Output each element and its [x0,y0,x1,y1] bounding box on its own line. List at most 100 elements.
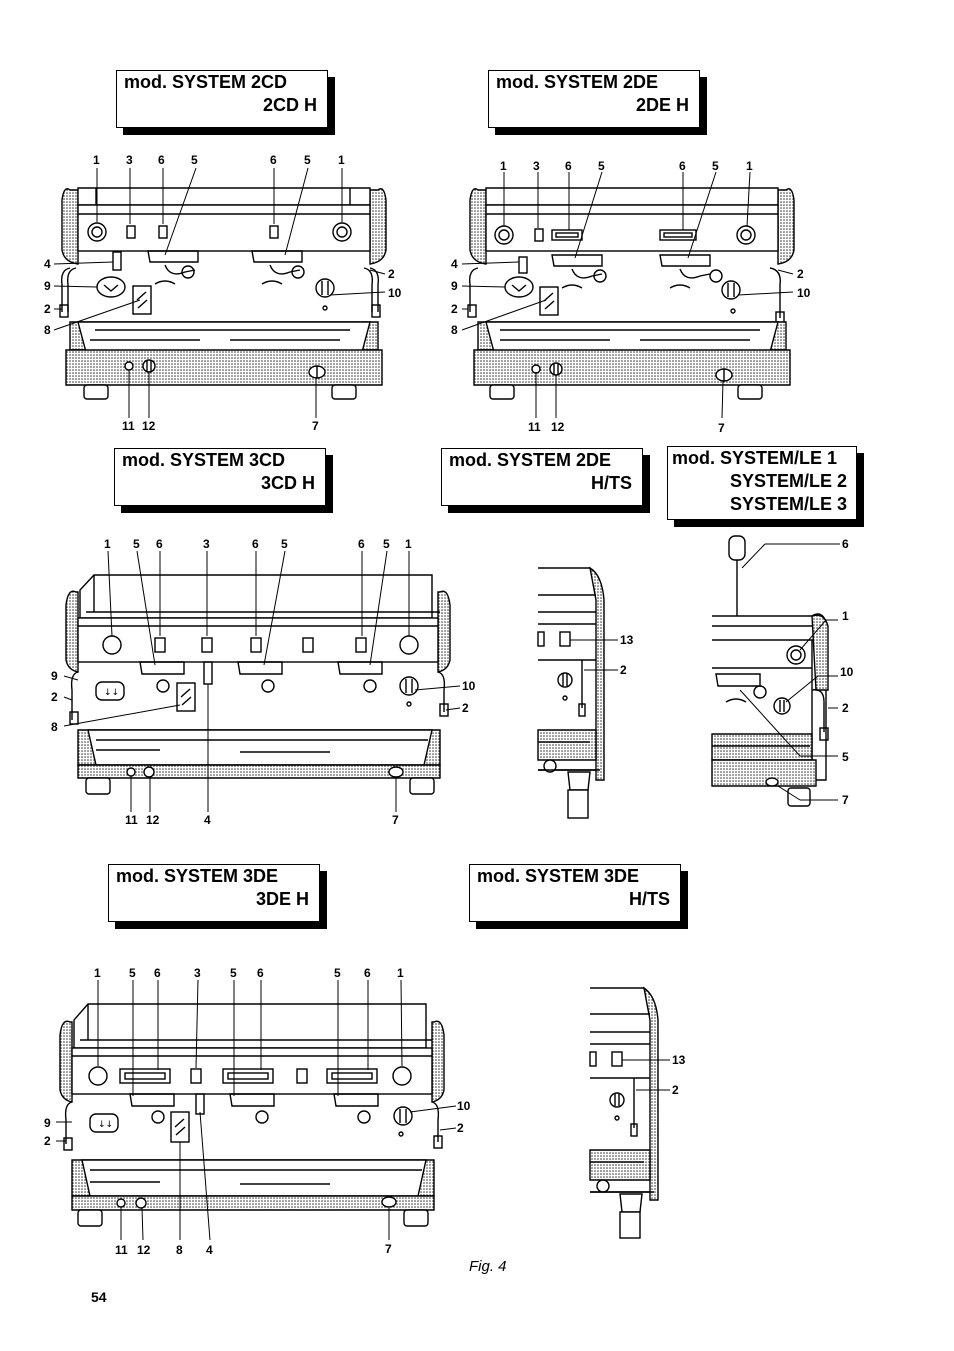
title-3de-line1: mod. SYSTEM 3DE [116,866,279,886]
title-2cd-line1: mod. SYSTEM 2CD [124,72,288,92]
callout: 1 [93,153,100,167]
title-3de-hts-line2: H/TS [628,889,670,909]
callout: 2 [620,663,627,677]
callout: 7 [842,793,849,807]
title-2cd-line2: 2CD H [262,95,317,115]
title-2de-hts-line1: mod. SYSTEM 2DE [449,450,612,470]
callout: 9 [44,279,51,293]
callout: 6 [156,537,163,551]
labels-3de-hts: 13 2 [672,1053,686,1097]
callout: 6 [364,966,371,980]
callout: 7 [312,419,319,433]
callout: 6 [154,966,161,980]
callout: 1 [104,537,111,551]
callout: 3 [194,966,201,980]
figure-caption: Fig. 4 [469,1258,507,1275]
labels-2de-hts: 13 2 [620,633,634,677]
callout: 6 [358,537,365,551]
callout: 1 [338,153,345,167]
labels-3cd: 1 5 6 3 6 5 6 5 1 9 2 8 10 2 11 12 4 7 [51,537,476,827]
callout: 4 [204,813,211,827]
callout: 2 [797,267,804,281]
callout: 2 [44,302,51,316]
title-2de-hts-line2: H/TS [590,473,632,493]
callout: 11 [115,1243,128,1257]
callout: 5 [129,966,136,980]
callout: 1 [842,609,849,623]
callout: 12 [137,1243,151,1257]
callout: 5 [191,153,198,167]
title-2de: mod. SYSTEM 2DE 2DE H [488,70,700,128]
title-2de-line2: 2DE H [635,95,689,115]
title-3cd-line2: 3CD H [260,473,315,493]
callout: 10 [840,665,854,679]
machine-le [711,535,840,807]
callout: 5 [383,537,390,551]
callout: 11 [122,419,135,433]
machine-3de-hts [589,986,670,1239]
title-le-line1: mod. SYSTEM/LE 1 [672,448,838,468]
callout: 5 [281,537,288,551]
svg-text:↓↓: ↓↓ [98,1120,113,1130]
callout: 2 [451,302,458,316]
callout: 1 [500,159,507,173]
callout: 4 [206,1243,213,1257]
title-2de-line1: mod. SYSTEM 2DE [496,72,659,92]
callout: 8 [44,323,51,337]
page-number: 54 [91,1289,107,1305]
callout: 6 [270,153,277,167]
callout: 5 [334,966,341,980]
labels-2cd: 1 3 6 5 6 5 1 4 9 2 8 2 10 11 12 7 [44,153,402,433]
callout: 6 [565,159,572,173]
callout: 13 [672,1053,686,1067]
callout: 10 [797,286,811,300]
callout: 6 [842,537,849,551]
callout: 4 [44,257,51,271]
callout: 11 [125,813,138,827]
callout: 6 [158,153,165,167]
callout: 7 [718,421,725,435]
callout: 5 [842,750,849,764]
callout: 1 [397,966,404,980]
machine-3cd: ↓↓ [63,550,461,812]
callout: 2 [51,690,58,704]
title-2cd: mod. SYSTEM 2CD 2CD H [116,70,328,128]
callout: 3 [203,537,210,551]
labels-le: 6 1 10 2 5 7 [840,537,854,807]
callout: 5 [304,153,311,167]
title-le: mod. SYSTEM/LE 1 SYSTEM/LE 2 SYSTEM/LE 3 [667,446,857,520]
callout: 13 [620,633,634,647]
callout: 3 [126,153,133,167]
callout: 11 [528,420,541,434]
callout: 5 [133,537,140,551]
title-le-line2: SYSTEM/LE 2 [729,471,847,491]
callout: 2 [462,701,469,715]
callout: 2 [672,1083,679,1097]
title-3de: mod. SYSTEM 3DE 3DE H [108,864,320,922]
title-3de-hts-line1: mod. SYSTEM 3DE [477,866,640,886]
callout: 5 [712,159,719,173]
machine-2de-hts [537,566,618,819]
callout: 3 [533,159,540,173]
callout: 2 [457,1121,464,1135]
callout: 10 [462,679,476,693]
title-3de-hts: mod. SYSTEM 3DE H/TS [469,864,681,922]
title-3cd: mod. SYSTEM 3CD 3CD H [114,448,326,506]
callout: 1 [746,159,753,173]
callout: 9 [51,669,58,683]
machine-2de [461,171,795,419]
callout: 4 [451,257,458,271]
title-3de-line2: 3DE H [255,889,309,909]
machine-3de: ↓↓ [56,979,457,1241]
callout: 9 [44,1116,51,1130]
callout: 12 [142,419,156,433]
callout: 2 [842,701,849,715]
callout: 2 [388,267,395,281]
callout: 5 [598,159,605,173]
callout: 5 [230,966,237,980]
labels-2de: 1 3 6 5 6 5 1 4 9 2 8 2 10 11 12 7 [451,159,811,435]
callout: 6 [252,537,259,551]
callout: 8 [451,323,458,337]
svg-text:↓↓: ↓↓ [104,688,119,698]
